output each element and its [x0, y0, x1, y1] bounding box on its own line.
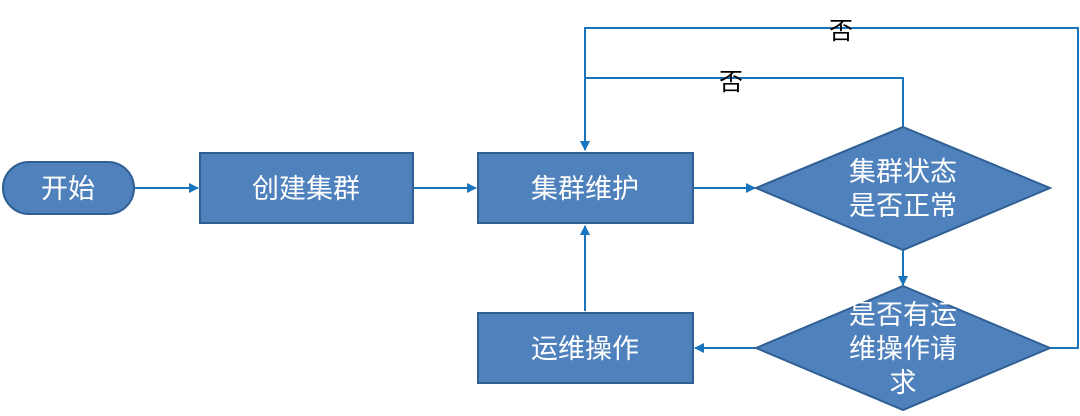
node-cluster-maintenance [477, 152, 694, 224]
node-start-label: 开始 [41, 174, 95, 205]
decision-ops-request-line3: 求 [890, 368, 917, 399]
label-no-inner: 否 [719, 68, 743, 96]
node-cluster-maintenance-label: 集群维护 [531, 174, 639, 205]
decision-ops-request-line2: 维操作请 [849, 334, 957, 365]
decision-ops-request-line1: 是否有运 [849, 300, 957, 331]
node-create-cluster-label: 创建集群 [252, 174, 360, 205]
decision-ops-request [753, 284, 1053, 412]
node-ops-label: 运维操作 [531, 334, 639, 365]
node-create-cluster [199, 152, 414, 224]
decision-cluster-status-line1: 集群状态 [849, 157, 957, 188]
edge-status-no-loop [585, 77, 904, 127]
edge-request-no-loop [580, 27, 1079, 349]
label-no-outer: 否 [829, 17, 853, 45]
decision-cluster-status [753, 125, 1053, 252]
node-start [2, 161, 135, 215]
decision-cluster-status-line2: 是否正常 [849, 191, 957, 222]
node-ops [477, 312, 694, 384]
